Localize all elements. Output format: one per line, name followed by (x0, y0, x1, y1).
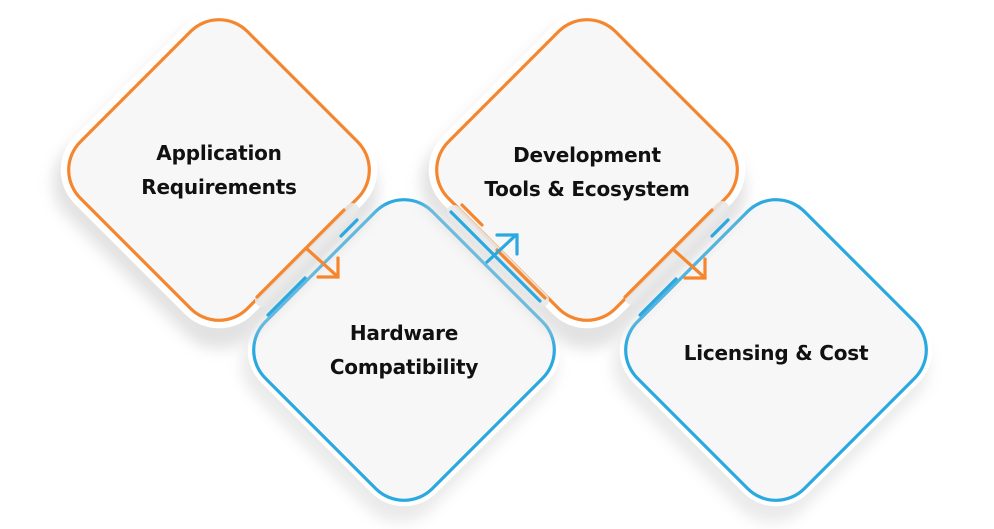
connector-2-shaft (485, 233, 518, 264)
step-4-line-1: Licensing & Cost (683, 341, 869, 365)
step-2-label: Hardware Compatibility (329, 316, 479, 384)
step-1-tile (52, 11, 379, 349)
step-1-line-1: Application (156, 141, 282, 165)
step-4-label: Licensing & Cost (684, 336, 869, 370)
step-3-line-1: Development (513, 143, 661, 167)
arrowhead-down-right-icon (316, 256, 340, 279)
connector-1-to-2 (305, 247, 340, 279)
arrowhead-up-right-icon (495, 233, 519, 256)
step-3-line-2: Tools & Ecosystem (484, 177, 690, 201)
connector-3-shaft (673, 249, 706, 279)
connector-3-to-4 (673, 249, 707, 280)
arrowhead-down-right-icon (683, 257, 707, 280)
blue-edge-overlays (266, 210, 730, 317)
step-2-line-1: Hardware (349, 321, 459, 345)
step-2-tile (241, 193, 561, 523)
step-2-line-2: Compatibility (329, 355, 479, 379)
step-1-line-2: Requirements (141, 175, 297, 199)
orange-edge-overlays (255, 203, 714, 300)
step-3-label: Development Tools & Ecosystem (484, 138, 689, 206)
connector-1-shaft (305, 247, 339, 278)
step-1-label: Application Requirements (141, 136, 297, 204)
connector-2-to-3 (485, 233, 519, 264)
